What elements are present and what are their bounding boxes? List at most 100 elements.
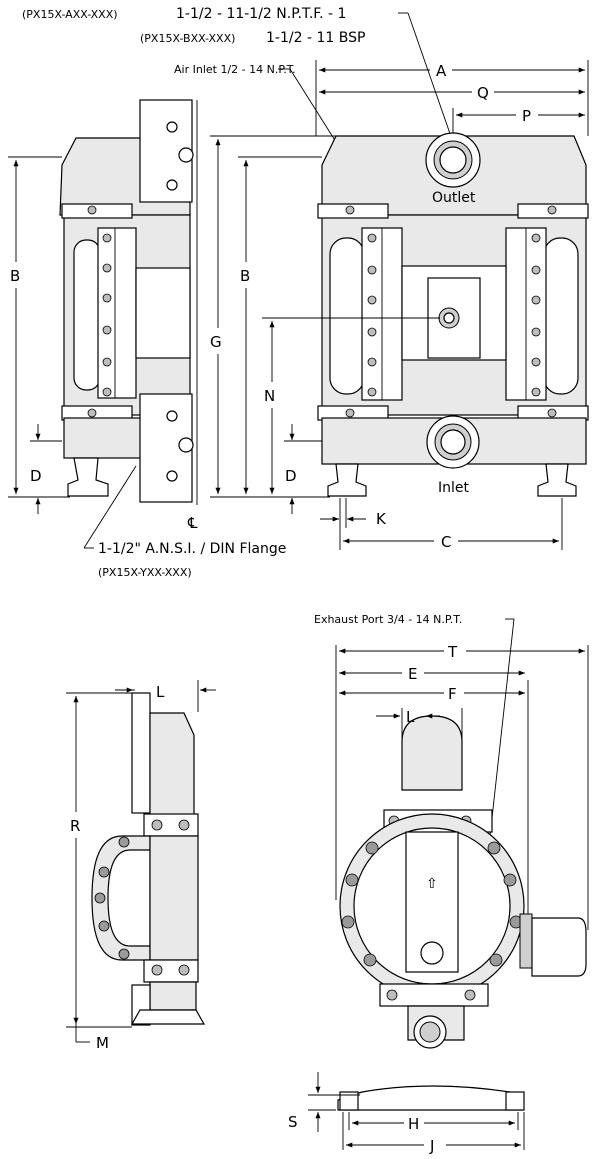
dim-label-Q: Q — [477, 84, 489, 102]
end-air-port — [420, 941, 444, 965]
bolt — [547, 205, 557, 215]
dim-label-T: T — [447, 643, 458, 661]
bolt — [87, 408, 97, 418]
upper-clamp-bar — [61, 203, 133, 219]
bolt — [102, 263, 112, 273]
bolt — [102, 325, 112, 335]
flow-arrow-icon: ⇧ — [426, 876, 438, 892]
center-section — [135, 267, 191, 359]
flange-note: 1-1/2" A.N.S.I. / DIN Flange — [98, 541, 286, 557]
flanged-pump-front-view — [59, 99, 198, 505]
flange-leader-line — [83, 465, 137, 549]
bolt — [94, 892, 106, 904]
exhaust-port-note: Exhaust Port 3/4 - 14 N.P.T. — [314, 613, 462, 626]
flange-bolt-hole — [166, 470, 178, 482]
end-base-plate — [337, 1085, 523, 1111]
bolt — [365, 841, 379, 855]
bolt — [487, 841, 501, 855]
bolt — [178, 819, 190, 831]
dim-label-H: H — [408, 1115, 419, 1133]
mounting-foot — [67, 457, 109, 497]
dim-label-A: A — [436, 62, 447, 80]
side-lower-manifold — [149, 981, 197, 1011]
bolt — [531, 265, 541, 275]
side-base — [130, 1009, 206, 1025]
flange-model-note: (PX15X-YXX-XXX) — [98, 566, 192, 579]
dim-label-E: E — [408, 665, 417, 683]
bolt — [531, 233, 541, 243]
bolt — [178, 964, 190, 976]
flange-bolt-hole — [166, 410, 178, 422]
dim-label-G: G — [210, 333, 222, 351]
dim-label-B: B — [240, 267, 250, 285]
centerline-symbol: ℄ — [187, 514, 198, 532]
left-diaphragm-chamber — [73, 239, 101, 391]
side-chamber-inner — [107, 849, 151, 947]
dim-label-D-left: D — [30, 467, 42, 485]
bolt — [531, 295, 541, 305]
bolt — [118, 948, 130, 960]
inlet-port-bore — [440, 429, 466, 455]
side-center-section — [149, 835, 199, 961]
outlet-leader-line — [407, 12, 456, 149]
outlet-bsp-spec-note: 1-1/2 - 11 BSP — [266, 30, 365, 46]
bolt — [367, 265, 377, 275]
bolt — [341, 915, 355, 929]
flange-bolt-hole — [178, 147, 194, 163]
bolt — [531, 327, 541, 337]
bolt — [547, 408, 557, 418]
flange-bolt-hole — [166, 121, 178, 133]
outlet-port-bore — [439, 146, 467, 174]
flange-bolt-hole — [178, 437, 194, 453]
bolt — [531, 387, 541, 397]
bolt — [489, 953, 503, 967]
bolt — [87, 205, 97, 215]
air-inlet-bore — [443, 312, 455, 324]
dim-label-J: J — [429, 1137, 434, 1155]
pump-front-view: Outlet Inlet — [317, 132, 589, 497]
bolt — [102, 387, 112, 397]
dim-label-C: C — [441, 533, 451, 551]
dim-label-F: F — [448, 685, 457, 703]
bolt — [367, 295, 377, 305]
outlet-npt-spec-note: 1-1/2 - 11-1/2 N.P.T.F. - 1 — [176, 6, 346, 22]
bolt — [531, 357, 541, 367]
dim-label-L-end: L — [406, 708, 415, 726]
upper-flange-edge — [131, 692, 151, 814]
end-inlet-bore — [419, 1021, 441, 1043]
bolt — [102, 233, 112, 243]
bolt — [363, 953, 377, 967]
bolt — [151, 819, 163, 831]
outlet-npt-model-note: (PX15X-AXX-XXX) — [22, 8, 118, 21]
dim-label-K: K — [376, 510, 387, 528]
bolt — [367, 327, 377, 337]
left-clamp-band — [97, 227, 137, 399]
bolt — [367, 233, 377, 243]
end-left-foot — [339, 1091, 359, 1111]
dim-label-R: R — [70, 817, 80, 835]
dim-label-D: D — [285, 467, 297, 485]
end-right-foot — [505, 1091, 525, 1111]
bolt — [386, 989, 398, 1001]
air-inlet-note: Air Inlet 1/2 - 14 N.P.T. — [174, 63, 296, 76]
end-exhaust-muffler-stack — [401, 715, 463, 791]
flange-bolt-hole — [166, 179, 178, 191]
dim-label-M: M — [96, 1034, 109, 1052]
bolt — [98, 920, 110, 932]
dim-label-B-left: B — [10, 267, 20, 285]
bolt — [102, 293, 112, 303]
bolt — [345, 873, 359, 887]
bolt — [151, 964, 163, 976]
exhaust-muffler — [531, 917, 587, 977]
bolt — [118, 836, 130, 848]
bolt — [367, 357, 377, 367]
bolt — [345, 205, 355, 215]
pump-end-view: ⇧ — [337, 715, 587, 1111]
bolt — [98, 866, 110, 878]
right-diaphragm-chamber — [543, 237, 579, 395]
right-mounting-foot — [537, 463, 577, 497]
dim-label-L-side: L — [156, 683, 165, 701]
bolt — [102, 357, 112, 367]
bolt — [367, 387, 377, 397]
